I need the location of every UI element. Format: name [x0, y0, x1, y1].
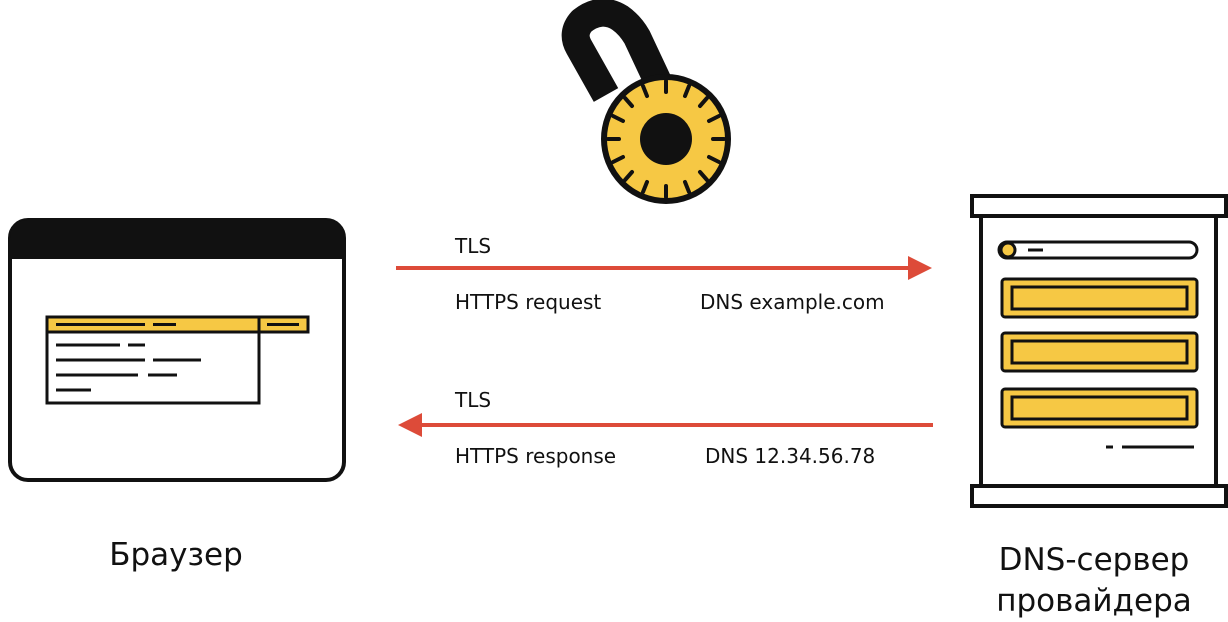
response-arrow: [398, 413, 933, 437]
response-payload-label: DNS 12.34.56.78: [705, 444, 876, 468]
server-label-line2: провайдера: [996, 583, 1192, 619]
response-protocol-label: TLS: [455, 388, 492, 412]
padlock-icon: [561, 0, 731, 204]
browser-label: Браузер: [109, 537, 243, 573]
browser-window-icon: [8, 218, 346, 482]
request-protocol-label: TLS: [455, 234, 492, 258]
request-arrow: [396, 256, 932, 280]
server-label: DNS-сервер провайдера: [984, 540, 1204, 622]
request-payload-label: DNS example.com: [700, 290, 885, 314]
server-icon: [970, 194, 1228, 508]
request-label: HTTPS request: [455, 290, 602, 314]
server-label-line1: DNS-сервер: [998, 542, 1190, 578]
response-label: HTTPS response: [455, 444, 617, 468]
